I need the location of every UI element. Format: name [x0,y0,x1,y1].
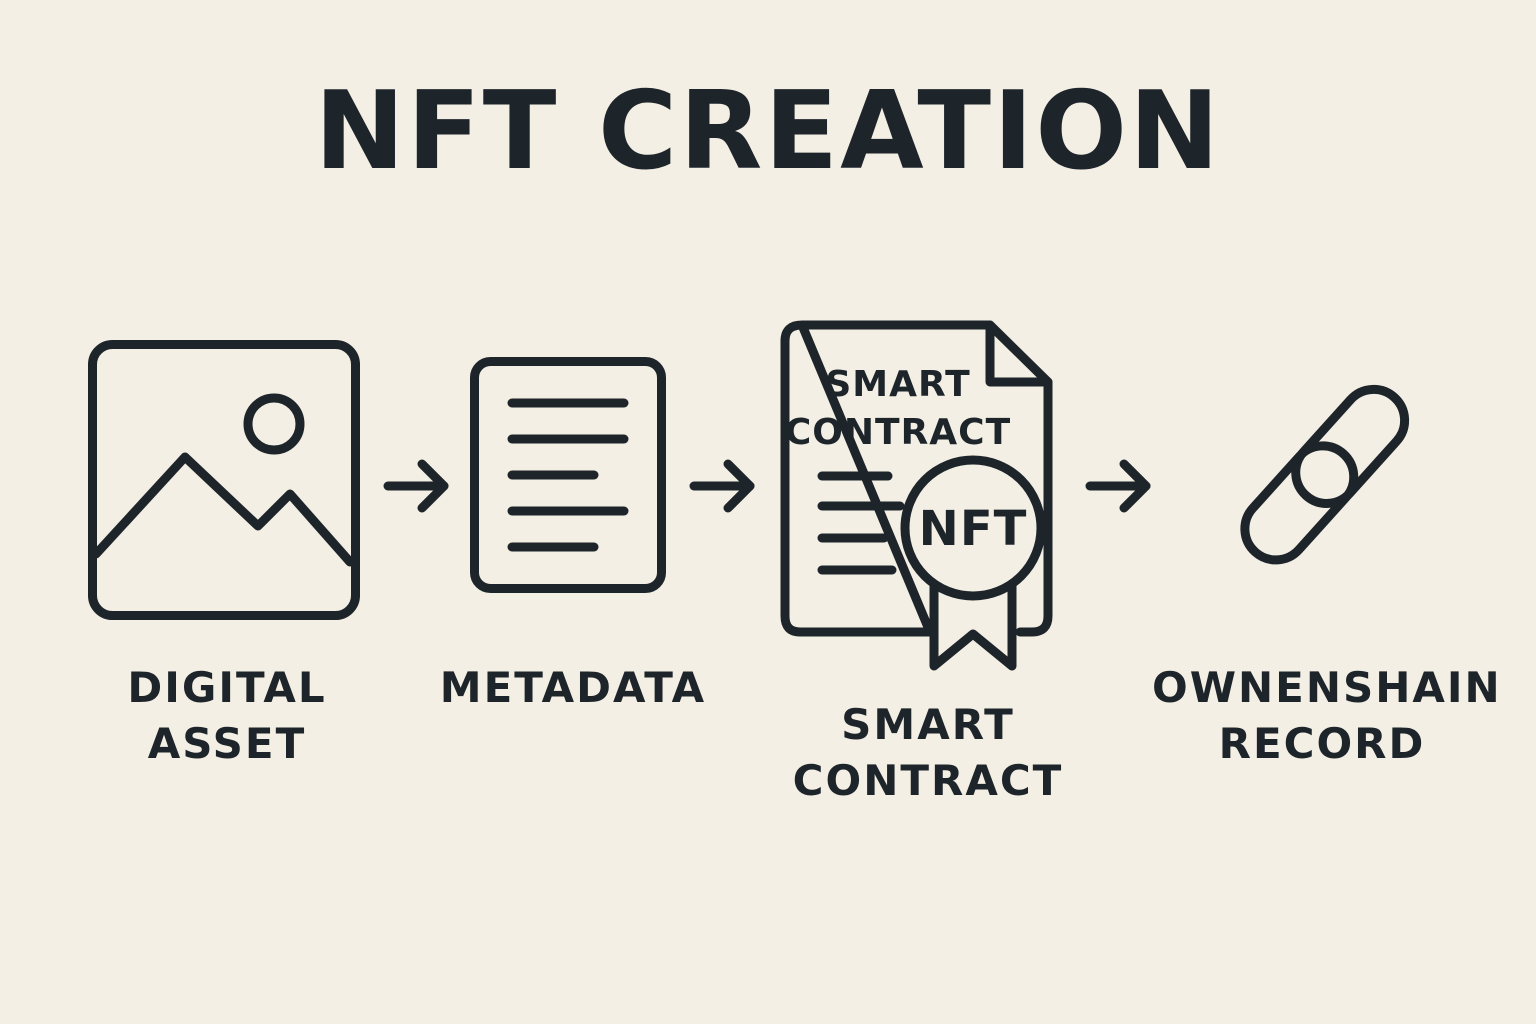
label-line: SMART [841,700,1015,749]
arrow-right-icon [689,459,755,513]
contract-heading-line-1: SMART [825,364,970,405]
label-line: DIGITAL [127,663,327,712]
label-line: CONTRACT [792,756,1064,805]
step-label-digital-asset: DIGITAL ASSET [107,660,347,772]
step-label-ownership-record: OWNENSHAIN RECORD [1152,660,1502,772]
arrow-right-icon [1085,459,1151,513]
label-line: METADATA [439,663,707,712]
image-icon [88,340,360,620]
chain-link-icon [1240,384,1410,565]
label-line: ASSET [147,719,307,768]
contract-heading-line-2: CONTRACT [785,412,1011,453]
step-label-smart-contract: SMART CONTRACT [778,697,1078,809]
diagram-title: NFT CREATION [314,69,1222,194]
arrow-right-icon [383,459,449,513]
smart-contract-certificate-icon: SMART CONTRACT NFT [780,320,1053,671]
label-line: OWNENSHAIN [1152,663,1502,712]
document-icon [470,357,666,593]
label-line: RECORD [1218,719,1426,768]
step-label-metadata: METADATA [428,660,718,716]
nft-badge-text: NFT [919,501,1028,557]
